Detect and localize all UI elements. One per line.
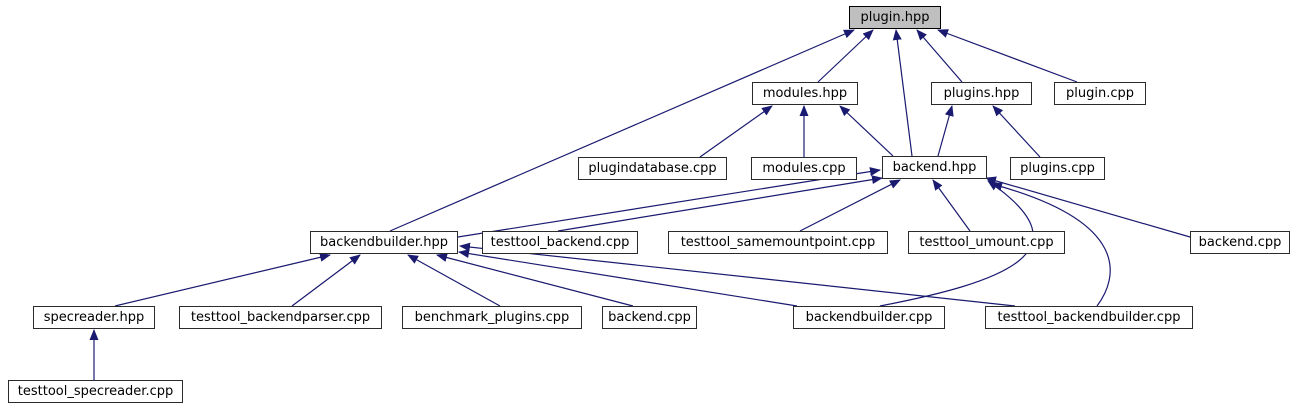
graph-node-plugins_cpp[interactable]: plugins.cpp — [1010, 157, 1105, 180]
edge-specreader_hpp-to-backendbuilder_hpp — [114, 252, 331, 307]
edge-testtool_backend_cpp-to-backend_hpp — [557, 175, 883, 232]
graph-node-testtool_samemountpoint_cpp[interactable]: testtool_samemountpoint.cpp — [668, 231, 888, 254]
edge-backend_cpp_tool-to-backendbuilder_hpp — [436, 253, 634, 307]
graph-node-testtool_backendparser_cpp[interactable]: testtool_backendparser.cpp — [179, 306, 382, 329]
graph-node-label: plugins.cpp — [1020, 161, 1095, 176]
graph-node-plugindatabase_cpp[interactable]: plugindatabase.cpp — [578, 157, 727, 180]
edge-benchmark_plugins_cpp-to-backendbuilder_hpp — [407, 254, 501, 307]
graph-node-specreader_hpp[interactable]: specreader.hpp — [33, 306, 155, 329]
graph-node-label: testtool_backendparser.cpp — [190, 310, 371, 325]
edge-testtool_backendparser_cpp-to-backendbuilder_hpp — [291, 254, 361, 307]
graph-node-label: testtool_samemountpoint.cpp — [680, 235, 876, 250]
edge-backend_hpp-to-plugins_hpp — [937, 105, 954, 157]
graph-node-plugin_cpp[interactable]: plugin.cpp — [1054, 82, 1146, 105]
graph-node-modules_hpp[interactable]: modules.hpp — [752, 82, 858, 105]
graph-node-backend_hpp[interactable]: backend.hpp — [882, 156, 987, 179]
graph-node-label: plugins.hpp — [943, 86, 1020, 101]
graph-node-label: modules.hpp — [762, 86, 848, 101]
graph-node-backendbuilder_cpp[interactable]: backendbuilder.cpp — [793, 306, 945, 329]
edge-testtool_umount_cpp-to-backend_hpp — [932, 179, 971, 232]
graph-node-label: backend.cpp — [1198, 235, 1282, 250]
graph-node-label: plugin.cpp — [1066, 86, 1134, 101]
edge-backendbuilder_hpp-to-backend_hpp — [457, 167, 881, 238]
graph-node-plugin_hpp[interactable]: plugin.hpp — [849, 6, 941, 29]
edge-testtool_backendbuilder_cpp-to-backendbuilder_hpp — [459, 242, 1016, 307]
dependency-edges — [89, 29, 1191, 380]
graph-node-label: backendbuilder.hpp — [320, 235, 448, 250]
graph-node-modules_cpp[interactable]: modules.cpp — [751, 157, 857, 180]
edge-backendbuilder_cpp-to-backendbuilder_hpp — [458, 249, 798, 307]
graph-node-label: testtool_backend.cpp — [490, 235, 630, 250]
graph-node-label: specreader.hpp — [43, 310, 145, 325]
graph-node-testtool_specreader_cpp[interactable]: testtool_specreader.cpp — [8, 380, 183, 403]
graph-node-label: modules.cpp — [762, 161, 846, 176]
graph-node-testtool_umount_cpp[interactable]: testtool_umount.cpp — [908, 231, 1065, 254]
graph-node-testtool_backend_cpp[interactable]: testtool_backend.cpp — [482, 231, 638, 254]
graph-node-testtool_backendbuilder_cpp[interactable]: testtool_backendbuilder.cpp — [985, 306, 1193, 329]
graph-node-label: testtool_backendbuilder.cpp — [997, 310, 1181, 325]
graph-node-label: backend.hpp — [892, 160, 977, 175]
graph-node-backend_cpp_tool[interactable]: backend.cpp — [602, 306, 697, 329]
graph-node-label: testtool_specreader.cpp — [17, 384, 174, 399]
edge-modules_hpp-to-plugin_hpp — [817, 29, 874, 83]
edge-backend_hpp-to-modules_hpp — [839, 105, 894, 157]
graph-node-label: backendbuilder.cpp — [805, 310, 933, 325]
edge-testtool_backendbuilder_cpp-to-backend_hpp — [991, 182, 1111, 307]
graph-node-label: plugindatabase.cpp — [588, 161, 717, 176]
edge-backend_cpp_lib-to-backend_hpp — [985, 176, 1191, 238]
graph-node-label: benchmark_plugins.cpp — [414, 310, 570, 325]
graph-node-label: backend.cpp — [608, 310, 691, 325]
graph-node-benchmark_plugins_cpp[interactable]: benchmark_plugins.cpp — [402, 306, 582, 329]
graph-node-label: testtool_umount.cpp — [919, 235, 1054, 250]
edge-backend_hpp-to-plugin_hpp — [892, 29, 913, 157]
edge-plugindatabase_cpp-to-modules_hpp — [699, 105, 773, 158]
edge-plugins_hpp-to-plugin_hpp — [916, 29, 963, 83]
edge-plugin_cpp-to-plugin_hpp — [937, 29, 1078, 83]
graph-node-label: plugin.hpp — [860, 10, 930, 25]
edge-testtool_samemountpoint_cpp-to-backend_hpp — [799, 179, 901, 232]
graph-node-plugins_hpp[interactable]: plugins.hpp — [931, 82, 1032, 105]
edge-backendbuilder_hpp-to-plugin_hpp — [389, 29, 855, 232]
graph-node-backendbuilder_hpp[interactable]: backendbuilder.hpp — [310, 231, 458, 254]
graph-node-backend_cpp_lib[interactable]: backend.cpp — [1190, 231, 1290, 254]
edge-plugins_cpp-to-plugins_hpp — [992, 105, 1041, 158]
